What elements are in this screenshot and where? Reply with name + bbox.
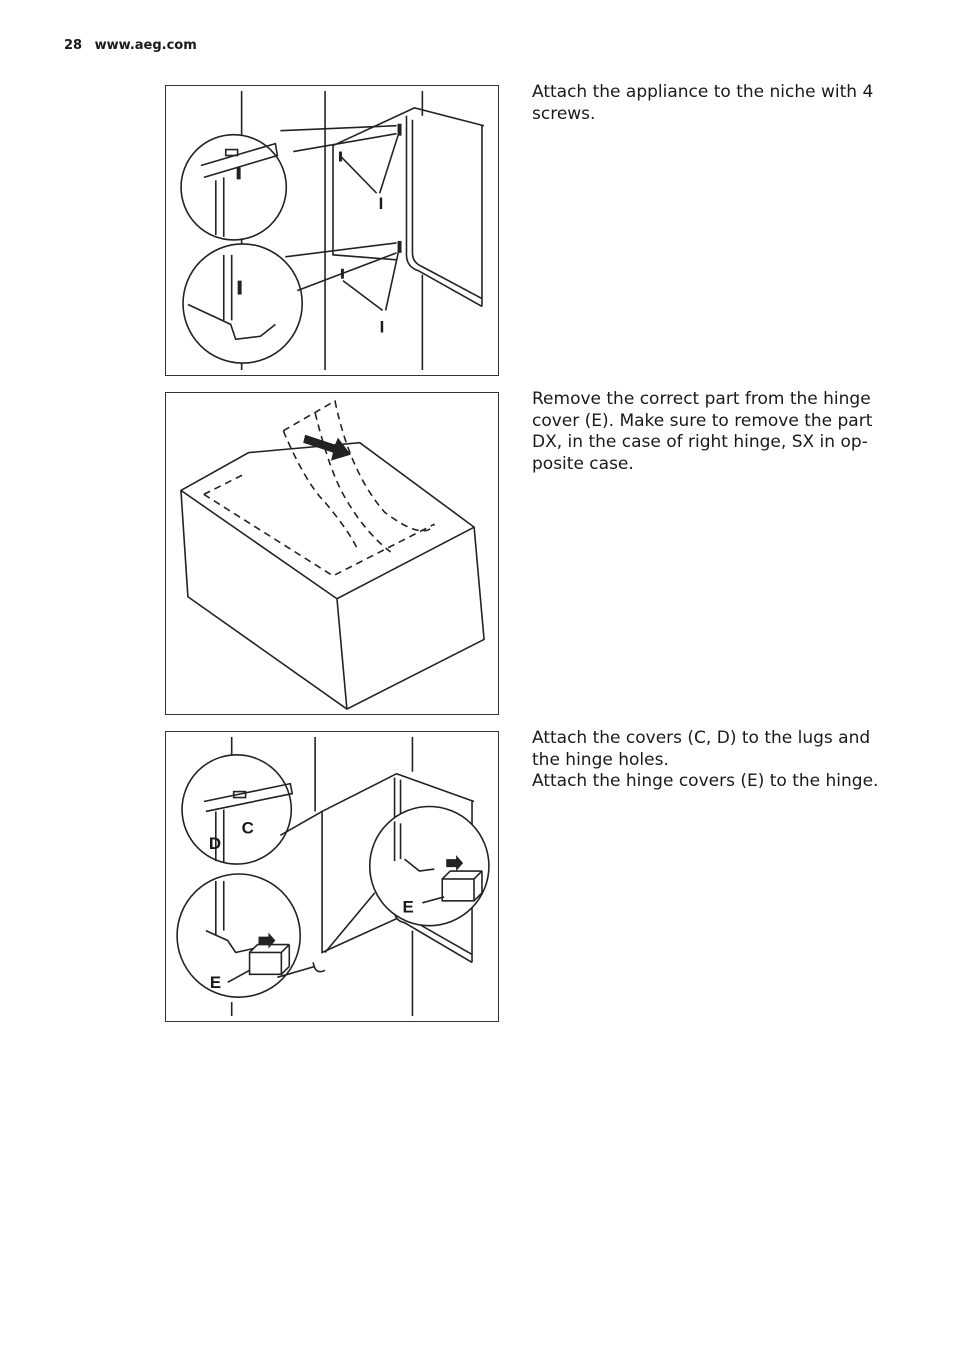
step-3-text: Attach the covers (C, D) to the lugs and… — [532, 728, 882, 793]
figure-screws: I I — [165, 85, 499, 376]
label-d: D — [209, 834, 221, 853]
page-header: 28 www.aeg.com — [64, 38, 197, 53]
step-1-text: Attach the appliance to the niche with 4… — [532, 82, 882, 125]
label-i-top: I — [379, 194, 384, 213]
figure-covers: C D E E — [165, 731, 499, 1022]
step-2-text: Remove the correct part from the hinge c… — [532, 389, 882, 475]
label-c: C — [242, 818, 254, 837]
label-e-right: E — [403, 898, 414, 917]
figure-hinge-cover — [165, 392, 499, 715]
label-e-left: E — [210, 973, 221, 992]
step-2-paragraph: Remove the correct part from the hinge c… — [532, 389, 873, 474]
website-link[interactable]: www.aeg.com — [94, 38, 197, 53]
screws-illustration: I I — [180, 90, 485, 371]
label-i-bottom: I — [380, 317, 385, 336]
step-3-line-1: Attach the covers (C, D) to the lugs and… — [532, 728, 871, 770]
hinge-cover-illustration — [180, 399, 485, 710]
covers-illustration: C D E E — [176, 736, 490, 1017]
step-1-paragraph: Attach the appliance to the niche with 4… — [532, 82, 874, 124]
step-3-line-2: Attach the hinge covers (E) to the hinge… — [532, 771, 879, 791]
page-number: 28 — [64, 38, 83, 53]
